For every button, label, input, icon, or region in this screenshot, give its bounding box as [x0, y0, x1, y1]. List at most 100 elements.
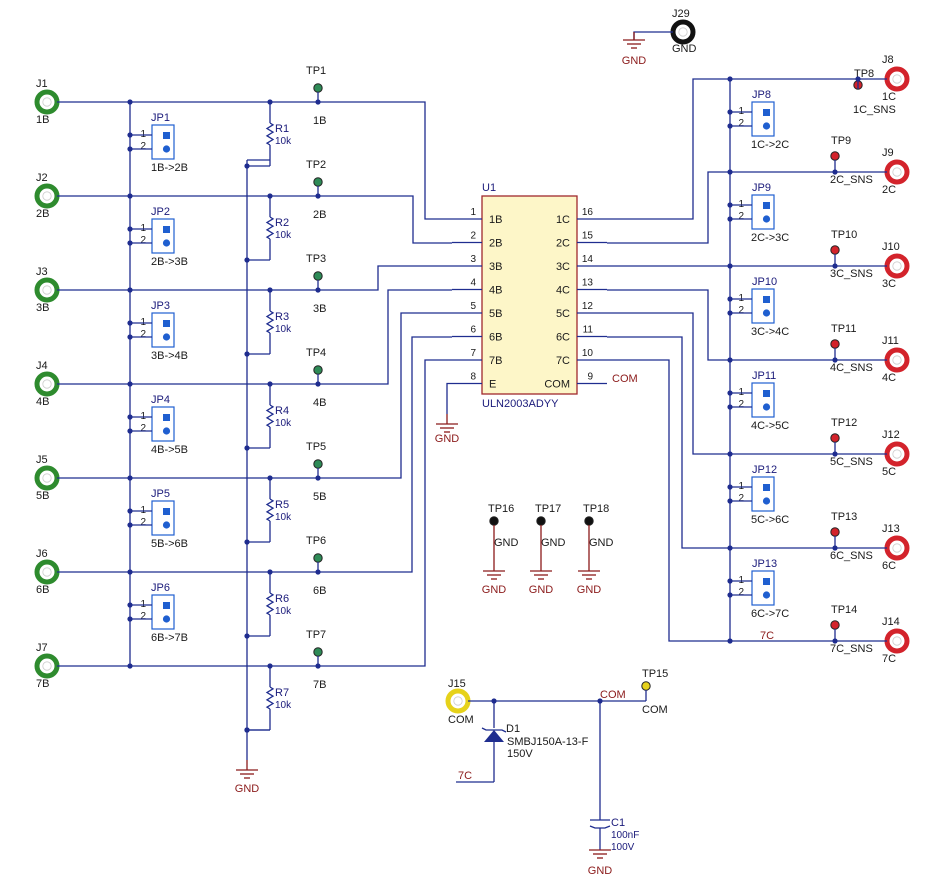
- jumper-pin-2-number: 2: [738, 587, 744, 598]
- jumper-label: 2B->3B: [151, 256, 188, 268]
- jumper-pin-2-number: 2: [738, 305, 744, 316]
- output-testpoint-tp12: [830, 433, 840, 443]
- tp15-ref: TP15: [642, 668, 668, 680]
- jumper-ref: JP10: [752, 276, 777, 288]
- output-testpoint-ref: TP13: [831, 511, 857, 523]
- jumper-ref: JP5: [151, 488, 170, 500]
- ic-right-pin-name: 5C: [556, 308, 570, 320]
- output-testpoint-label: 6C_SNS: [830, 550, 873, 562]
- jumper-jp5-pin-2: [162, 521, 171, 529]
- jumper-jp6-pin-2: [162, 615, 171, 623]
- jumper-jp1-pin-1: [163, 132, 170, 139]
- d1-diode-bar: [481, 727, 507, 733]
- gnd-testpoint-ref: TP17: [535, 503, 561, 515]
- output-net-wire: [607, 336, 730, 549]
- resistor-r6-zigzag: [265, 592, 275, 616]
- output-connector-ref: J9: [882, 147, 894, 159]
- junction-dot: [127, 240, 133, 246]
- j29-connector-hole: [678, 27, 688, 37]
- jumper-jp3-pin-2: [162, 333, 171, 341]
- jumper-label: 3C->4C: [751, 326, 789, 338]
- input-connector-ref: J5: [36, 454, 48, 466]
- junction-dot: [127, 132, 133, 138]
- jumper-jp10-body: [751, 288, 775, 324]
- jumper-jp10-pin-2: [762, 309, 771, 317]
- input-net-wire: [57, 312, 452, 479]
- jumper-pin-2-number: 2: [738, 211, 744, 222]
- output-connector-label: 7C: [882, 653, 896, 665]
- output-connector-j13-hole: [892, 543, 902, 553]
- output-testpoint-tp11: [830, 339, 840, 349]
- jumper-label: 2C->3C: [751, 232, 789, 244]
- j29-label: GND: [672, 43, 697, 55]
- input-testpoint-tp4: [313, 365, 323, 375]
- c1-gnd-label: GND: [588, 865, 613, 877]
- input-net-wire: [57, 359, 452, 667]
- jumper-pin-2-number: 2: [738, 399, 744, 410]
- jumper-ref: JP1: [151, 112, 170, 124]
- ic-left-pin-number: 5: [470, 301, 476, 312]
- output-testpoint-tp10: [830, 245, 840, 255]
- ic-left-pin-number: 3: [470, 254, 476, 265]
- ic-right-pin-number: 16: [582, 207, 594, 218]
- ic-left-pin-number: 8: [470, 372, 476, 383]
- output-connector-label: 2C: [882, 184, 896, 196]
- gnd-symbol-label: GND: [482, 584, 507, 596]
- jumper-jp6-pin-1: [163, 602, 170, 609]
- input-testpoint-tp3: [313, 271, 323, 281]
- output-connector-ref: J14: [882, 616, 900, 628]
- ic-right-pin-number: 10: [582, 348, 594, 359]
- jumper-label: 4B->5B: [151, 444, 188, 456]
- ic-right-pin-name: 7C: [556, 355, 570, 367]
- input-connector-j6-hole: [42, 567, 52, 577]
- jumper-pin-2-number: 2: [140, 423, 146, 434]
- resistor-ref: R6: [275, 593, 289, 605]
- ic-right-pin-name: 1C: [556, 214, 570, 226]
- gnd-testpoint-tp16: [489, 516, 499, 526]
- jumper-pin-2-number: 2: [140, 329, 146, 340]
- input-connector-label: 6B: [36, 584, 49, 596]
- input-testpoint-ref: TP7: [306, 629, 326, 641]
- jumper-jp10-pin-1: [763, 296, 770, 303]
- jumper-jp1-pin-2: [162, 145, 171, 153]
- ic-left-pin-number: 1: [470, 207, 476, 218]
- resistor-value: 10k: [275, 700, 292, 711]
- ic-part-number: ULN2003ADYY: [482, 398, 559, 410]
- jumper-jp1-body: [151, 124, 175, 160]
- jumper-jp2-pin-1: [163, 226, 170, 233]
- output-testpoint-label: 2C_SNS: [830, 174, 873, 186]
- resistor-ref: R5: [275, 499, 289, 511]
- jumper-label: 6B->7B: [151, 632, 188, 644]
- output-net-wire: [607, 359, 730, 642]
- ic-left-pin-name: 5B: [489, 308, 502, 320]
- jumper-ref: JP8: [752, 89, 771, 101]
- resistor-gnd-label: GND: [235, 783, 260, 795]
- ic-left-pin-number: 7: [470, 348, 476, 359]
- input-connector-label: 2B: [36, 208, 49, 220]
- resistor-value: 10k: [275, 418, 292, 429]
- output-connector-j11-hole: [892, 355, 902, 365]
- jumper-jp2-body: [151, 218, 175, 254]
- jumper-jp11-body: [751, 382, 775, 418]
- ic-left-pin-name: 4B: [489, 285, 502, 297]
- input-testpoint-ref: TP1: [306, 65, 326, 77]
- resistor-r3-zigzag: [265, 310, 275, 334]
- junction-dot: [127, 428, 133, 434]
- jumper-ref: JP13: [752, 558, 777, 570]
- jumper-ref: JP4: [151, 394, 170, 406]
- resistor-r2-zigzag: [265, 216, 275, 240]
- jumper-jp4-pin-2: [162, 427, 171, 435]
- input-connector-label: 3B: [36, 302, 49, 314]
- output-testpoint-tp9: [830, 151, 840, 161]
- gnd-testpoint-tp17: [536, 516, 546, 526]
- input-testpoint-label: 4B: [313, 397, 326, 409]
- output-testpoint-tp13: [830, 527, 840, 537]
- output-connector-label: 5C: [882, 466, 896, 478]
- input-connector-ref: J4: [36, 360, 48, 372]
- ic-left-pin-name: 3B: [489, 261, 502, 273]
- ic-body: [481, 195, 578, 395]
- jumper-pin-2-number: 2: [738, 118, 744, 129]
- ic-left-pin-number: 4: [470, 278, 476, 289]
- jumper-pin-2-number: 2: [140, 235, 146, 246]
